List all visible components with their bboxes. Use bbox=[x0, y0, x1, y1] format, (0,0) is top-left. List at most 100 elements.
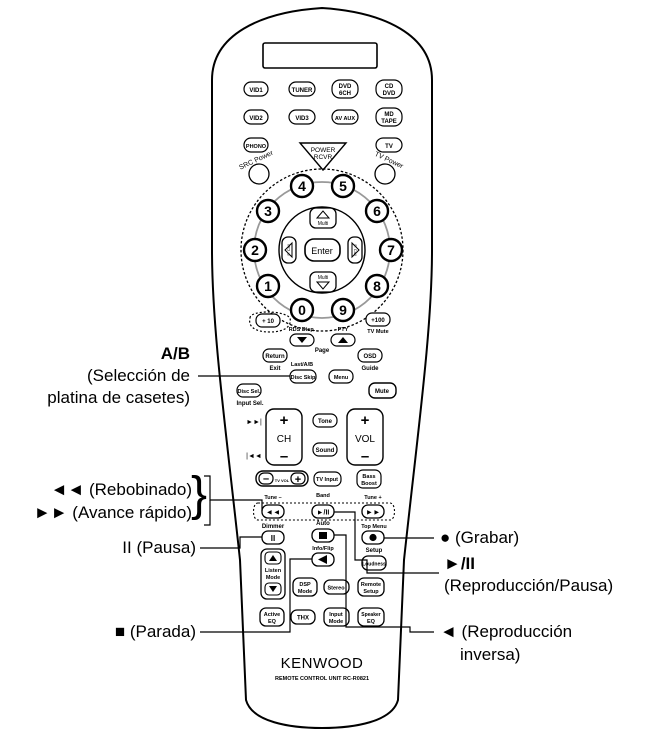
dimmer-label: Dimmer bbox=[262, 524, 285, 530]
num-5-button[interactable] bbox=[330, 173, 356, 199]
plus10-button[interactable] bbox=[255, 313, 281, 328]
bass-boost-label-1: Bass bbox=[362, 474, 375, 480]
cd-dvd-button[interactable] bbox=[375, 79, 403, 99]
num-7-button[interactable] bbox=[378, 237, 404, 263]
loudness-button[interactable] bbox=[361, 555, 387, 571]
dvd-6ch-label-1: DVD bbox=[339, 84, 352, 90]
tv-source-button[interactable] bbox=[375, 137, 403, 153]
fast-forward-button[interactable] bbox=[361, 504, 385, 519]
mute-button[interactable] bbox=[368, 382, 397, 399]
enter-button[interactable] bbox=[304, 238, 341, 262]
disc-sel-button[interactable] bbox=[236, 383, 262, 398]
mute-label: Mute bbox=[375, 389, 390, 395]
display-window bbox=[262, 42, 378, 69]
skip-next-icon: ►►| bbox=[246, 419, 262, 426]
phono-button[interactable] bbox=[243, 137, 269, 153]
num-0-label: 0 bbox=[298, 302, 306, 318]
remote-setup-label-2: Setup bbox=[363, 589, 379, 595]
auto-label: Auto bbox=[316, 521, 330, 527]
osd-button[interactable] bbox=[357, 348, 383, 363]
vol-plus-label: + bbox=[361, 412, 370, 429]
num-4-label: 4 bbox=[298, 178, 306, 194]
num-0-button[interactable] bbox=[289, 297, 315, 323]
dsp-mode-label-2: Mode bbox=[298, 589, 312, 595]
md-tape-label-1: MD bbox=[384, 112, 394, 118]
bass-boost-button[interactable] bbox=[356, 469, 382, 489]
active-eq-label-1: Active bbox=[264, 612, 281, 618]
pty-label: PTY bbox=[338, 327, 349, 333]
return-button[interactable] bbox=[262, 348, 288, 363]
ch-minus-label: – bbox=[280, 448, 288, 465]
up-arrow-icon bbox=[315, 210, 331, 219]
src-power-button[interactable] bbox=[248, 163, 270, 185]
p-call-right-label: P. Call bbox=[353, 244, 358, 255]
power-rcvr-button[interactable] bbox=[298, 142, 348, 172]
remote-body bbox=[211, 6, 433, 730]
tv-vol-minus-button[interactable] bbox=[258, 472, 274, 485]
phono-label: PHONO bbox=[246, 144, 267, 150]
vid1-label: VID1 bbox=[249, 88, 263, 94]
listen-mode-label-1: Listen bbox=[265, 568, 282, 574]
num-9-button[interactable] bbox=[330, 297, 356, 323]
input-mode-button[interactable] bbox=[323, 607, 350, 627]
loudness-label: Loudness bbox=[362, 562, 386, 568]
multi-up-label: Multi bbox=[318, 221, 329, 227]
vid2-button[interactable] bbox=[243, 109, 269, 125]
stereo-button[interactable] bbox=[323, 579, 350, 595]
power-rcvr-label-1: POWER bbox=[311, 147, 336, 154]
rewind-icon: ◄◄ bbox=[266, 508, 281, 517]
num-7-label: 7 bbox=[387, 242, 395, 258]
active-eq-button[interactable] bbox=[259, 607, 285, 627]
setup-label: Setup bbox=[366, 548, 383, 554]
dsp-mode-button[interactable] bbox=[292, 577, 318, 597]
plus100-button[interactable] bbox=[365, 312, 391, 327]
plus10-label: + 10 bbox=[262, 319, 275, 325]
thx-button[interactable] bbox=[290, 609, 316, 625]
num-2-button[interactable] bbox=[242, 237, 268, 263]
tv-power-button[interactable] bbox=[374, 163, 396, 185]
dvd-6ch-button[interactable] bbox=[331, 79, 359, 99]
av-aux-button[interactable] bbox=[331, 109, 359, 125]
vid1-button[interactable] bbox=[243, 81, 269, 97]
tuner-button[interactable] bbox=[288, 81, 316, 97]
exit-label: Exit bbox=[269, 366, 280, 372]
av-aux-label: AV AUX bbox=[335, 116, 356, 122]
tune-group-outline bbox=[252, 502, 396, 521]
sound-button[interactable] bbox=[312, 442, 338, 457]
tv-source-label: TV bbox=[385, 144, 393, 150]
num-4-button[interactable] bbox=[289, 173, 315, 199]
rewind-button[interactable] bbox=[261, 504, 285, 519]
num-6-button[interactable] bbox=[364, 198, 390, 224]
reverse-annotation-line1: ◄ (Reproducción bbox=[440, 622, 573, 641]
ab-annotation-line2: platina de casetes) bbox=[47, 388, 190, 407]
remote-setup-button[interactable] bbox=[357, 577, 385, 597]
num-3-label: 3 bbox=[264, 203, 272, 219]
num-8-button[interactable] bbox=[364, 273, 390, 299]
input-mode-label-1: Input bbox=[329, 612, 343, 618]
tv-vol-plus-button[interactable] bbox=[290, 472, 306, 485]
ch-rocker[interactable] bbox=[265, 408, 303, 466]
num-1-label: 1 bbox=[264, 278, 272, 294]
sound-label: Sound bbox=[316, 448, 335, 454]
stop-annotation: ■ (Parada) bbox=[114, 622, 196, 641]
tv-vol-minus-label: – bbox=[263, 473, 269, 485]
tuner-label: TUNER bbox=[292, 88, 313, 94]
tone-button[interactable] bbox=[312, 413, 338, 428]
num-3-button[interactable] bbox=[255, 198, 281, 224]
menu-button[interactable] bbox=[328, 369, 354, 384]
num-1-button[interactable] bbox=[255, 273, 281, 299]
pause-icon: II bbox=[271, 534, 275, 543]
menu-label: Menu bbox=[334, 375, 348, 381]
vid3-button[interactable] bbox=[288, 109, 316, 125]
md-tape-button[interactable] bbox=[375, 107, 403, 127]
p-call-left-label: P. Call bbox=[286, 244, 291, 255]
input-sel-label: Input Sel. bbox=[237, 401, 264, 407]
speaker-eq-button[interactable] bbox=[357, 607, 385, 627]
vol-rocker[interactable] bbox=[346, 408, 384, 466]
tv-input-button[interactable] bbox=[313, 471, 342, 487]
input-mode-label-2: Mode bbox=[329, 619, 343, 625]
guide-label: Guide bbox=[361, 366, 379, 372]
speaker-eq-label-1: Speaker bbox=[361, 612, 381, 618]
remote-setup-label-1: Remote bbox=[361, 582, 381, 588]
